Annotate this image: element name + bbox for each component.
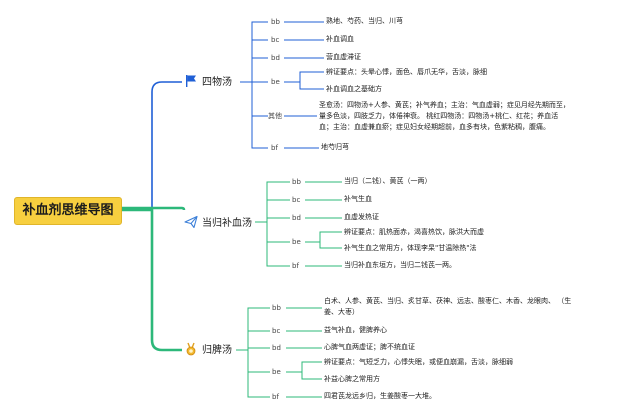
key-label: bb [292,178,301,186]
key-label: bc [272,327,281,335]
edge-item-leaf [305,231,342,249]
key-label: bd [271,54,280,62]
edge-branch-item [236,349,270,373]
key-label: be [272,368,281,376]
leaf-text: 补血调血之基础方 [326,85,382,93]
leaf-text: 益气补血，健脾养心 [324,326,387,334]
leaf-text: 补血调血 [326,35,354,43]
key-label: bd [292,214,301,222]
leaf-node[interactable]: 熟地、芍药、当归、川芎 [326,16,403,27]
leaf-text: 血虚发热证 [344,213,379,221]
edge-branch-item [255,199,290,223]
edge-branch-item [255,181,290,223]
leaf-node[interactable]: 补益心脾之常用方 [324,374,380,385]
edge-branch-item [236,330,270,351]
edge-branch-item [240,81,268,149]
paper-plane-icon [184,215,198,229]
leaf-node[interactable]: 补血调血之基础方 [326,84,382,95]
leaf-node[interactable]: 心脾气血两虚证；脾不统血证 [324,342,415,353]
leaf-node[interactable]: 圣愈汤：四物汤+人参、黄芪；补气养血；主治：气血虚弱；症见月经先期而至， 量多色… [319,100,570,133]
root-node-label: 补血剂思维导图 [22,203,114,218]
edge-item-leaf [284,71,324,90]
key-label: bb [271,18,280,26]
leaf-text: 心脾气血两虚证；脾不统血证 [324,343,415,351]
leaf-node[interactable]: 补气生血之常用方，体现李杲"甘温除热"法 [344,243,476,254]
leaf-text: 营血虚滞证 [326,53,361,61]
key-label: bc [271,36,280,44]
branch-guipi-tang[interactable]: 归脾汤 [184,342,232,358]
flag-icon [186,75,196,87]
leaf-node[interactable]: 血虚发热证 [344,212,379,223]
edge-root-branch [122,81,182,209]
branch-siwu-tang[interactable]: 四物汤 [184,74,232,90]
edge-branch-item [240,57,268,83]
key-label: bc [292,196,301,204]
edge-branch-item [255,217,290,223]
edge-item-leaf [286,361,322,380]
edge-branch-item [255,221,290,267]
key-label: be [292,238,301,246]
key-label: 其他 [268,112,282,120]
key-label: bf [272,393,279,401]
leaf-node[interactable]: 当归（二钱）、黄芪（一两） [344,176,432,187]
branch-label: 当归补血汤 [202,218,252,229]
edge-branch-item [236,349,270,398]
leaf-text: 辨证要点：肌热面赤，渴喜热饮，脉洪大而虚 [344,228,484,236]
leaf-text: 熟地、芍药、当归、川芎 [326,17,403,25]
leaf-text: 辨证要点：气短乏力，心悸失眠，或便血崩漏，舌淡，脉细弱 [324,358,513,366]
leaf-text: 地芍归芎 [321,143,349,151]
leaf-text: 辨证要点：头晕心悸，面色、唇爪无华，舌淡，脉细 [326,68,487,76]
key-label: bf [292,262,299,270]
leaf-text: 白术、人参、黄芪、当归、炙甘草、茯神、远志、酸枣仁、木香、龙眼肉、 （生 [324,297,572,305]
leaf-node[interactable]: 益气补血，健脾养心 [324,325,387,336]
leaf-text: 当归补血东垣方，当归二钱芪一两。 [344,261,456,269]
edge-branch-item [236,307,270,351]
medal-icon [186,342,196,356]
leaf-node[interactable]: 辨证要点：头晕心悸，面色、唇爪无华，舌淡，脉细 [326,67,487,78]
edge-branch-item [240,21,268,83]
leaf-text: 量多色淡，四肢乏力，体倦神衰。 桃红四物汤：四物汤+桃仁、红花；养血活 [319,112,559,120]
edge-branch-item [240,81,268,117]
leaf-node[interactable]: 当归补血东垣方，当归二钱芪一两。 [344,260,456,271]
leaf-node[interactable]: 营血虚滞证 [326,52,361,63]
leaf-text: 姜、大枣） [324,308,359,316]
edge-root-branch [122,206,186,211]
leaf-node[interactable]: 地芍归芎 [321,142,349,153]
key-label: bb [272,304,281,312]
edge-root-branch [122,208,182,352]
leaf-text: 圣愈汤：四物汤+人参、黄芪；补气养血；主治：气血虚弱；症见月经先期而至， [319,101,570,109]
leaf-text: 补益心脾之常用方 [324,375,380,383]
edge-branch-item [240,39,268,83]
leaf-text: 当归（二钱）、黄芪（一两） [344,177,432,185]
leaf-text: 四君芪龙远乡归，生姜酸枣一大堆。 [324,392,436,400]
leaf-node[interactable]: 四君芪龙远乡归，生姜酸枣一大堆。 [324,391,436,402]
root-node[interactable]: 补血剂思维导图 [14,197,122,225]
branch-label: 归脾汤 [202,345,232,356]
branch-danggui-buxue-tang[interactable]: 当归补血汤 [184,215,252,231]
leaf-text: 血；主治：血虚兼血瘀；症见妇女经期超前，血多有块，色紫粘稠，腹痛。 [319,123,550,131]
key-label: bf [271,144,278,152]
leaf-node[interactable]: 辨证要点：气短乏力，心悸失眠，或便血崩漏，舌淡，脉细弱 [324,357,513,368]
leaf-node[interactable]: 补气生血 [344,194,372,205]
leaf-node[interactable]: 白术、人参、黄芪、当归、炙甘草、茯神、远志、酸枣仁、木香、龙眼肉、 （生 姜、大… [324,296,571,318]
leaf-node[interactable]: 辨证要点：肌热面赤，渴喜热饮，脉洪大而虚 [344,227,484,238]
leaf-node[interactable]: 补血调血 [326,34,354,45]
branch-label: 四物汤 [202,77,232,88]
key-label: be [271,78,280,86]
leaf-text: 补气生血 [344,195,372,203]
key-label: bd [272,344,281,352]
edge-branch-item [255,221,290,243]
leaf-text: 补气生血之常用方，体现李杲"甘温除热"法 [344,244,477,252]
